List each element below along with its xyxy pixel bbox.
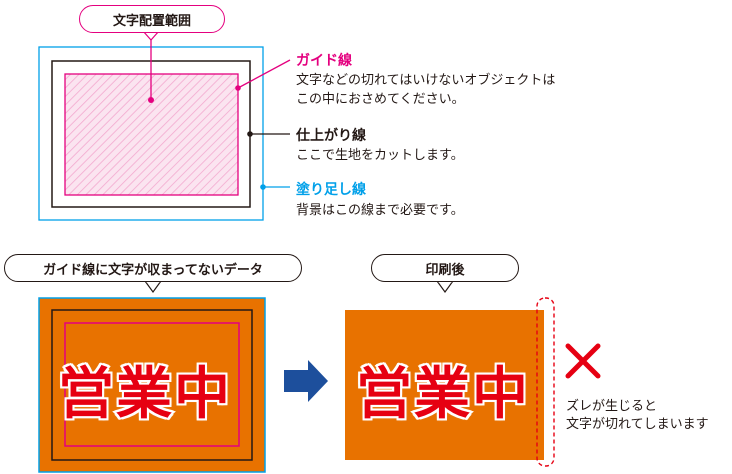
- misalignment-highlight: [536, 297, 555, 467]
- left-trim-line: [51, 309, 253, 461]
- guide-leader-line: [237, 59, 291, 89]
- left-caption-text: ガイド線に文字が収まってないデータ: [43, 262, 263, 278]
- trim-leader-dot: [247, 131, 253, 137]
- right-caption-text: 印刷後: [425, 262, 465, 278]
- error-line-1: ズレが生じると: [566, 399, 658, 414]
- error-line-2: 文字が切れてしまいます: [566, 417, 709, 432]
- right-caption-tail: [435, 280, 455, 294]
- bleed-leader-dot: [260, 184, 266, 190]
- error-cross-icon: [565, 343, 601, 379]
- range-label-text: 文字配置範囲: [112, 13, 191, 29]
- range-label: 文字配置範囲: [79, 5, 225, 33]
- guide-title: ガイド線: [296, 53, 352, 69]
- trim-title: 仕上がり線: [296, 128, 366, 144]
- left-caption: ガイド線に文字が収まってないデータ: [4, 254, 302, 282]
- range-pointer-dot: [148, 97, 154, 103]
- sign-text-original: 営業中: [56, 360, 232, 429]
- left-guide-line: [64, 322, 240, 447]
- left-bleed-area: [38, 297, 266, 473]
- left-caption-tail: [143, 280, 163, 294]
- right-caption: 印刷後: [371, 254, 519, 282]
- sign-text-printed: 営業中: [354, 360, 530, 429]
- trim-desc: ここで生地をカットします。: [296, 148, 464, 163]
- printed-sheet: [345, 310, 544, 460]
- guide-desc-2: この中におさめてください。: [296, 92, 465, 107]
- guide-desc-1: 文字などの切れてはいけないオブジェクトは: [296, 73, 556, 88]
- guide-leader-dot: [235, 85, 241, 91]
- bleed-desc: 背景はこの線まで必要です。: [296, 203, 464, 218]
- sign-text-printed-clip: 営業中: [345, 310, 544, 460]
- bleed-title: 塗り足し線: [296, 182, 366, 198]
- right-arrow-icon: [284, 360, 328, 402]
